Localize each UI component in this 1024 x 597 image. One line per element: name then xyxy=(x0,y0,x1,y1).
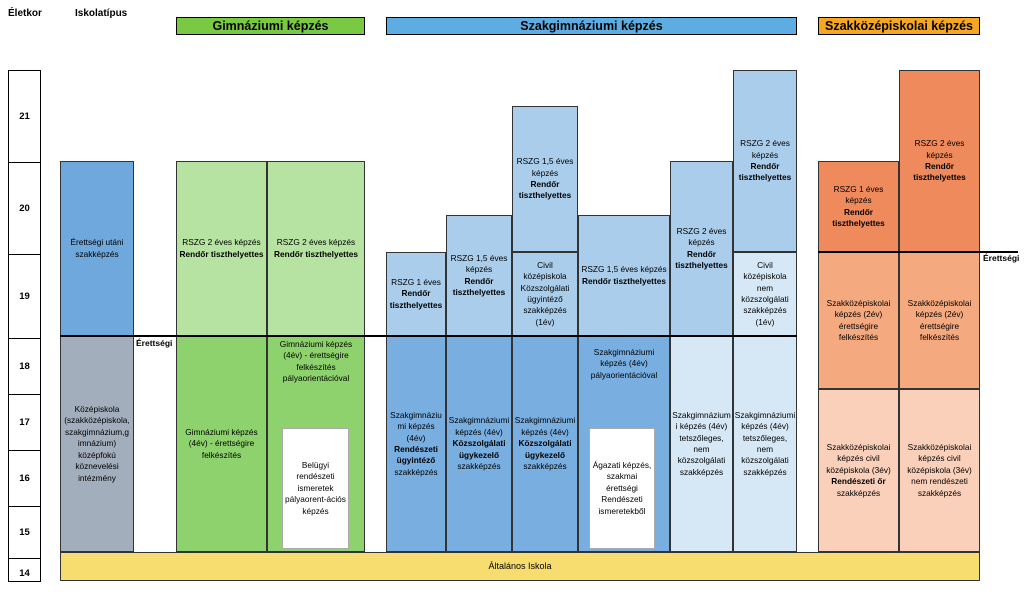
szakkozep-civil-nem-rendeszeti: Szakközépiskolai képzés civil középiskol… xyxy=(899,389,980,552)
s5-top-b: Rendőr tiszthelyettes xyxy=(675,248,728,270)
k1-bottom-b: Rendészeti őr xyxy=(831,476,886,487)
k2-mid-text: Szakközépiskolai képzés (2év) érettségir… xyxy=(907,297,972,342)
banner-szakgimnazium: Szakgimnáziumi képzés xyxy=(386,17,797,35)
s3-top-a: RSZG 1,5 éves képzés xyxy=(516,156,574,178)
school-type-column-label: Iskolatípus xyxy=(75,8,128,19)
s1-top-a: RSZG 1 éves xyxy=(391,276,441,287)
age-19: 19 xyxy=(9,255,40,339)
banner-szakkozep: Szakközépiskolai képzés xyxy=(818,17,980,35)
agazati-text: Ágazati képzés, szakmai érettségi Rendés… xyxy=(592,459,652,516)
banner-gimnazium: Gimnáziumi képzés xyxy=(176,17,365,35)
s3-bottom-c: szakképzés xyxy=(523,461,567,472)
erettsegi-utani-szakkepzes: Érettségi utáni szakképzés xyxy=(60,161,134,336)
k2-top-b: Rendőr tiszthelyettes xyxy=(913,161,966,183)
altalanos-iskola: Általános Iskola xyxy=(60,552,980,581)
erettsegi-utani-text: Érettségi utáni szakképzés xyxy=(70,237,124,259)
s6-civil-text: Civil középiskola nem közszolgálati szak… xyxy=(741,259,789,327)
s1-bottom-c: szakképzés xyxy=(394,466,438,477)
szakkozep-2ev-erettsegi-2: Szakközépiskolai képzés (2év) érettségir… xyxy=(899,252,980,389)
szakkozep-civil-rendeszeti-or: Szakközépiskolai képzés civil középiskol… xyxy=(818,389,899,552)
erettsegi-line-szakkozep xyxy=(818,251,1018,253)
s5-bottom-text: Szakgimnázium i képzés (4év) tetszőleges… xyxy=(672,409,731,477)
erettsegi-line-main xyxy=(60,335,797,337)
s2-top-b: Rendőr tiszthelyettes xyxy=(452,275,506,297)
erettsegi-label-left: Érettségi xyxy=(136,338,173,348)
age-17: 17 xyxy=(9,395,40,451)
s2-bottom-b: Közszolgálati ügykezelő xyxy=(452,438,506,460)
szakgim-kozszolgalati-ugykezelo-2: Szakgimnáziumi képzés (4év)Közszolgálati… xyxy=(512,336,578,552)
szakgim-kozszolgalati-ugykezelo-1: Szakgimnáziumi képzés (4év)Közszolgálati… xyxy=(446,336,512,552)
age-21: 21 xyxy=(9,71,40,163)
s3-civil-text: Civil középiskola Közszolgálati ügyintéz… xyxy=(520,259,570,327)
szakgim-tetszoleges-2: Szakgimnáziumi képzés (4év) tetszőleges,… xyxy=(733,336,797,552)
s3-bottom-b: Közszolgálati ügykezelő xyxy=(518,438,572,460)
age-15: 15 xyxy=(9,507,40,559)
s6-bottom-text: Szakgimnáziumi képzés (4év) tetszőleges,… xyxy=(734,409,796,477)
age-16: 16 xyxy=(9,451,40,507)
s1-top-b: Rendőr tiszthelyettes xyxy=(389,288,443,310)
age-14: 14 xyxy=(19,568,30,579)
s2-bottom-c: szakképzés xyxy=(457,461,501,472)
kozepiskola-text: Középiskola (szakközépiskola, szakgimnáz… xyxy=(64,403,130,483)
g1-top-a: RSZG 2 éves képzés xyxy=(182,237,261,248)
s4-mid-text: Szakgimnáziumi képzés (4év) pályaorientá… xyxy=(590,347,658,380)
belugyi-text: Belügyi rendészeti ismeretek pályaorent-… xyxy=(285,459,346,516)
szakgim-rendeszeti-ugyintezo: Szakgimnáziu mi képzés (4év)Rendészeti ü… xyxy=(386,336,446,552)
k1-mid-text: Szakközépiskolai képzés (2év) érettségir… xyxy=(826,297,891,342)
g1-top-b: Rendőr tiszthelyettes xyxy=(179,248,264,259)
s1-bottom-b: Rendészeti ügyintéző xyxy=(394,444,438,466)
s3-bottom-a: Szakgimnáziumi képzés (4év) xyxy=(514,415,576,437)
k1-bottom-a: Szakközépiskolai képzés civil középiskol… xyxy=(826,441,891,475)
g2-mid-text: Gimnáziumi képzés (4év) - érettségire fe… xyxy=(279,339,353,384)
age-column-label: Életkor xyxy=(8,8,42,19)
civil-kozszolgalati-ugyintezo: Civil középiskola Közszolgálati ügyintéz… xyxy=(512,252,578,336)
agazati-kepzes: Ágazati képzés, szakmai érettségi Rendés… xyxy=(589,428,655,549)
szakgim-tetszoleges-1: Szakgimnázium i képzés (4év) tetszőleges… xyxy=(670,336,733,552)
kozepiskola-block: Középiskola (szakközépiskola, szakgimnáz… xyxy=(60,336,134,552)
s6-top-b: Rendőr tiszthelyettes xyxy=(738,161,792,183)
age-18: 18 xyxy=(9,339,40,395)
erettsegi-label-right: Érettségi xyxy=(983,253,1020,263)
age-column: 21 20 19 18 17 16 15 14 xyxy=(8,70,41,582)
gimnazium-4ev-erettsegi: Gimnáziumi képzés (4év) - érettségire fe… xyxy=(176,336,267,552)
s1-bottom-a: Szakgimnáziu mi képzés (4év) xyxy=(390,409,442,443)
s3-top-b: Rendőr tiszthelyettes xyxy=(518,179,572,201)
g2-top-a: RSZG 2 éves képzés xyxy=(276,237,356,248)
age-20: 20 xyxy=(9,163,40,255)
s6-top-a: RSZG 2 éves képzés xyxy=(740,138,790,160)
g1-bottom-text: Gimnáziumi képzés (4év) - érettségire fe… xyxy=(185,426,258,460)
civil-nem-kozszolgalati: Civil középiskola nem közszolgálati szak… xyxy=(733,252,797,336)
belugyi-palyaorientacio: Belügyi rendészeti ismeretek pályaorent-… xyxy=(282,428,349,549)
s4-top-a: RSZG 1,5 éves képzés xyxy=(581,264,667,275)
k1-top-a: RSZG 1 éves képzés xyxy=(833,183,884,206)
altalanos-text: Általános Iskola xyxy=(488,561,552,572)
s2-bottom-a: Szakgimnáziumi képzés (4év) xyxy=(448,415,510,437)
s4-top-b: Rendőr tiszthelyettes xyxy=(582,275,666,286)
k2-bottom-text: Szakközépiskolai képzés civil középiskol… xyxy=(907,441,972,498)
s5-top-a: RSZG 2 éves képzés xyxy=(676,225,727,248)
s2-top-a: RSZG 1,5 éves képzés xyxy=(450,252,508,275)
g2-top-b: Rendőr tiszthelyettes xyxy=(274,248,358,259)
k2-top-a: RSZG 2 éves képzés xyxy=(914,138,965,160)
szakkozep-2ev-erettsegi-1: Szakközépiskolai képzés (2év) érettségir… xyxy=(818,252,899,389)
k1-bottom-c: szakképzés xyxy=(836,487,881,498)
k1-top-b: Rendőr tiszthelyettes xyxy=(832,206,885,228)
